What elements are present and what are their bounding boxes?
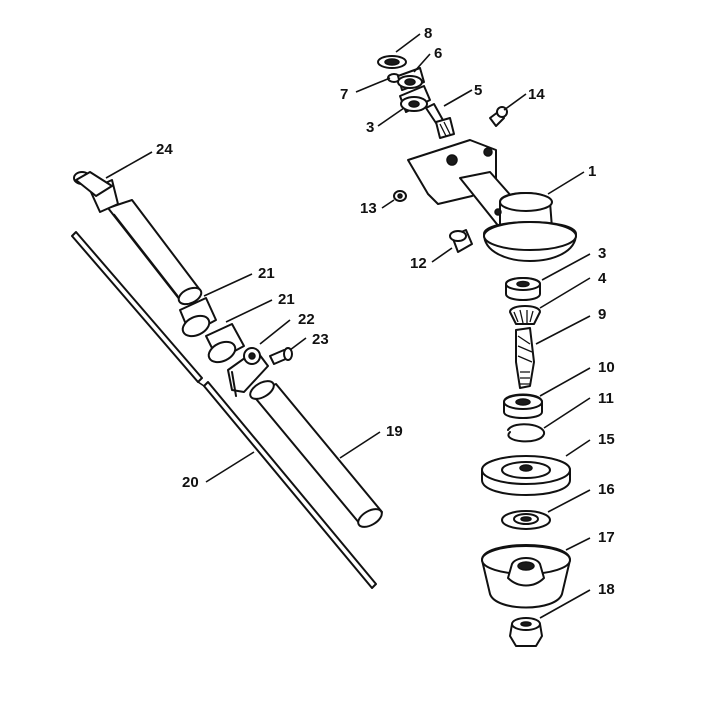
plug-12 (449, 229, 473, 253)
thrust-plate (481, 455, 571, 496)
callout-5: 4 (598, 270, 607, 287)
callout-17: 17 (598, 529, 615, 546)
callout-3-lower: 3 (598, 245, 606, 262)
bearing-lower (505, 277, 541, 301)
callout-1: 1 (588, 163, 596, 180)
callout-6: 6 (434, 45, 442, 62)
callout-10: 10 (598, 359, 615, 376)
callout-13: 13 (360, 200, 377, 217)
callout-8: 8 (424, 25, 432, 42)
circlip-11 (507, 423, 545, 443)
callout-14: 14 (528, 86, 545, 103)
callout-4: 5 (474, 82, 482, 99)
cutter-cup (481, 544, 571, 609)
callout-15: 15 (598, 431, 615, 448)
washer-16 (501, 510, 551, 530)
callout-12: 12 (410, 255, 427, 272)
bearing-upper (399, 85, 431, 113)
bevel-gear (509, 305, 541, 325)
bearing-top (397, 67, 425, 91)
callout-11: 11 (598, 390, 614, 407)
callout-22: 22 (298, 311, 315, 328)
clamp-block (227, 347, 269, 397)
callout-3-upper: 3 (366, 119, 374, 136)
callout-9: 9 (598, 306, 606, 323)
gear-housing (407, 139, 577, 262)
drive-shaft (71, 231, 377, 589)
leader-lines (105, 33, 591, 619)
washer-13 (393, 190, 407, 202)
callout-21-lower: 21 (278, 291, 295, 308)
callout-19: 19 (386, 423, 403, 440)
clamp-ring-upper (179, 297, 217, 338)
callout-20: 20 (182, 474, 199, 491)
bearing-10 (503, 393, 543, 419)
clamp-ring-lower (205, 323, 245, 364)
lower-tube (249, 380, 383, 528)
callout-24: 24 (156, 141, 173, 158)
circlip-top (377, 55, 407, 69)
upper-tube (73, 171, 203, 306)
callout-21-upper: 21 (258, 265, 275, 282)
output-shaft (515, 327, 535, 389)
callout-23: 23 (312, 331, 329, 348)
callout-16: 16 (598, 481, 615, 498)
callout-7: 7 (340, 86, 348, 103)
callout-18: 18 (598, 581, 615, 598)
mowing-nut (509, 617, 543, 647)
bevel-pinion (425, 103, 455, 139)
clamp-screw (269, 347, 293, 365)
callout-numbers: 8 6 7 5 3 14 1 13 12 3 4 9 10 11 15 16 1… (156, 25, 615, 598)
